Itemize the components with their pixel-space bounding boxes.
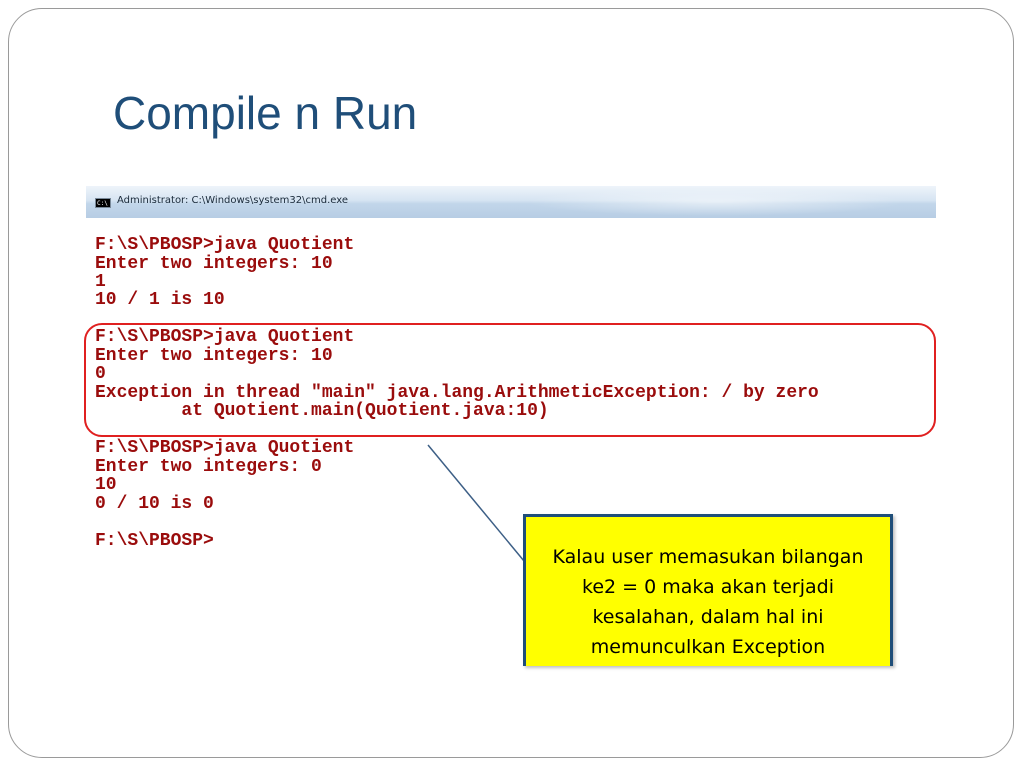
- cmd-titlebar[interactable]: C:\ Administrator: C:\Windows\system32\c…: [86, 186, 936, 218]
- cmd-window: C:\ Administrator: C:\Windows\system32\c…: [86, 186, 936, 556]
- cmd-line: 0 / 10 is 0: [95, 494, 214, 514]
- cmd-line: 10: [95, 475, 117, 495]
- titlebar-glow: [526, 188, 906, 216]
- callout-text: Kalau user memasukan bilangan ke2 = 0 ma…: [534, 542, 882, 662]
- cmd-line: F:\S\PBOSP>java Quotient: [95, 438, 355, 458]
- cmd-line: 10 / 1 is 10: [95, 290, 225, 310]
- callout-line-4: memunculkan Exception: [590, 636, 826, 658]
- slide-title: Compile n Run: [113, 87, 418, 139]
- exception-highlight-box: [84, 323, 936, 437]
- cmd-line: F:\S\PBOSP>java Quotient: [95, 327, 355, 347]
- callout-line-3: kesalahan, dalam hal ini: [592, 606, 824, 628]
- callout-box: Kalau user memasukan bilangan ke2 = 0 ma…: [523, 514, 893, 666]
- cmd-line: Exception in thread "main" java.lang.Ari…: [95, 383, 819, 403]
- cmd-line: 0: [95, 364, 106, 384]
- callout-line-2: ke2 = 0 maka akan terjadi: [582, 576, 834, 598]
- callout-line-1: Kalau user memasukan bilangan: [552, 546, 864, 568]
- cmd-icon: C:\: [95, 198, 111, 208]
- cmd-body: F:\S\PBOSP>java Quotient Enter two integ…: [86, 218, 936, 556]
- cmd-line: Enter two integers: 0: [95, 457, 322, 477]
- cmd-line: F:\S\PBOSP>java Quotient: [95, 235, 355, 255]
- cmd-line: Enter two integers: 10: [95, 346, 333, 366]
- cmd-line: 1: [95, 272, 106, 292]
- cmd-line: F:\S\PBOSP>: [95, 531, 214, 551]
- cmd-window-title: Administrator: C:\Windows\system32\cmd.e…: [117, 195, 349, 206]
- cmd-line: Enter two integers: 10: [95, 254, 333, 274]
- cmd-line: at Quotient.main(Quotient.java:10): [95, 401, 549, 421]
